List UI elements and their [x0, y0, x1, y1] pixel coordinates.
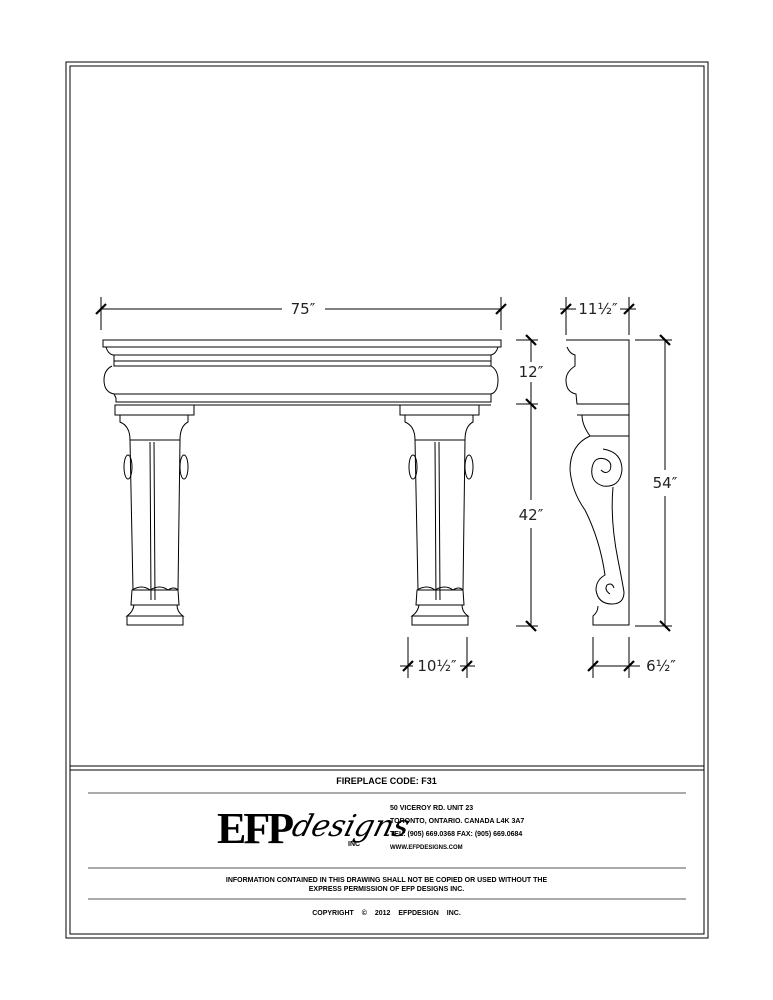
dimension-lines [95, 297, 672, 678]
dimension-total-height: 54″ [653, 474, 678, 492]
notice-line-1: INFORMATION CONTAINED IN THIS DRAWING SH… [225, 877, 548, 884]
left-leg [114, 404, 195, 626]
mantel-front-view [102, 339, 502, 626]
copy-notice: INFORMATION CONTAINED IN THIS DRAWING SH… [0, 876, 773, 894]
phone-fax: TEL: (905) 669.0368 FAX: (905) 669.0684 [390, 831, 523, 838]
efp-designs-logo: EFP designs INC [217, 803, 414, 854]
mantel-side-view [565, 339, 630, 626]
address-line-2: TORONTO, ONTARIO. CANADA L4K 3A7 [390, 818, 525, 825]
address-line-1: 50 VICEROY RD. UNIT 23 [390, 805, 474, 812]
fireplace-code: FIREPLACE CODE: F31 [336, 776, 437, 786]
dimension-side-depth-base: 6½″ [646, 657, 676, 675]
dimension-shelf-height: 12″ [519, 363, 544, 381]
logo-suffix: INC [348, 841, 361, 848]
website: WWW.EFPDESIGNS.COM [390, 845, 463, 851]
logo-script: designs [288, 809, 414, 844]
dimension-leg-height: 42″ [519, 506, 544, 524]
dimension-leg-width: 10½″ [417, 657, 457, 675]
logo-main: EFP [217, 804, 294, 853]
drawing-frame [65, 61, 709, 939]
copyright: COPYRIGHT © 2012 EFPDESIGN INC. [312, 910, 461, 917]
dimension-overall-width: 75″ [291, 300, 316, 318]
notice-line-2: EXPRESS PERMISSION OF EFP DESIGNS INC. [308, 886, 465, 893]
dimension-side-depth-top: 11½″ [578, 300, 618, 318]
right-leg [399, 404, 480, 626]
